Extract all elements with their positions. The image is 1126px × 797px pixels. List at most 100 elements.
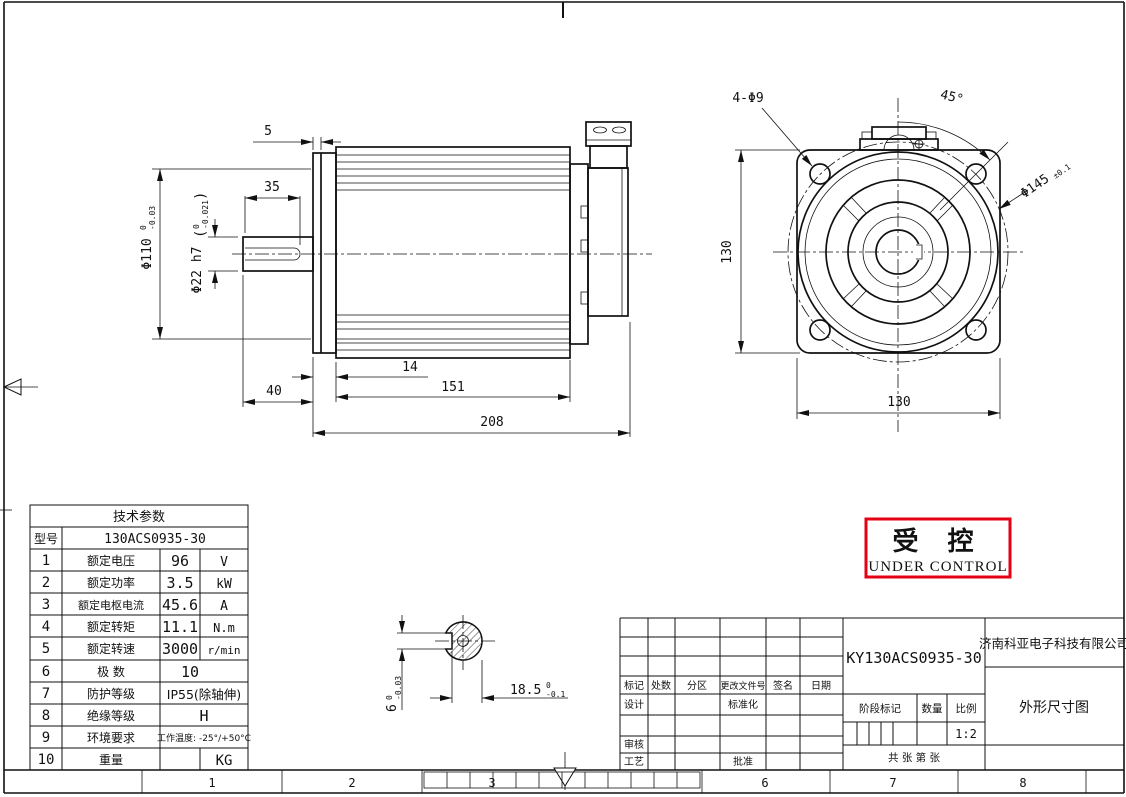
dim-flange-thickness: 14: [402, 360, 418, 375]
row-value: IP55(除轴伸): [167, 687, 241, 702]
dim-bolt-circle-tol: ±0.1: [1051, 162, 1072, 181]
dim-shaft-dia-tol-lower: -0.021: [201, 200, 210, 229]
row-value: 45.6: [162, 596, 198, 614]
row-name: 绝缘等级: [87, 708, 135, 723]
row-value: 10: [181, 663, 199, 681]
zone-number: 6: [761, 776, 768, 790]
row-name: 环境要求: [87, 730, 135, 745]
left-centering-mark: [2, 378, 38, 396]
params-row: 4 额定转矩 11.1 N.m: [42, 618, 235, 636]
zone-number: 7: [889, 776, 896, 790]
label-process: 工艺: [624, 756, 644, 768]
front-spokes: [842, 196, 954, 308]
dim-shaft-diameter: Φ22 h7 ( 0 -0.021 ): [190, 192, 210, 294]
row-name: 额定电枢电流: [78, 598, 144, 612]
zone-numbers: 1 2 3 6 7 8: [208, 776, 1026, 790]
under-control-stamp: 受 控 UNDER CONTROL: [864, 517, 1012, 579]
dim-body-dia-tol-upper: 0: [139, 225, 148, 230]
zone-number: 8: [1019, 776, 1026, 790]
row-unit: A: [220, 599, 228, 614]
params-row: 6 极 数 10: [42, 663, 199, 681]
row-unit: KG: [216, 753, 233, 769]
row-no: 10: [38, 752, 55, 768]
dim-body-dia-text: Φ110: [140, 238, 155, 269]
row-value: H: [199, 707, 208, 725]
row-value: 11.1: [162, 618, 198, 636]
label-standardize: 标准化: [728, 698, 758, 711]
row-no: 4: [42, 619, 50, 635]
label-quantity: 数量: [922, 702, 943, 715]
label-review: 审核: [624, 738, 644, 751]
motor-body: [335, 146, 571, 359]
dim-key-width-text: 6: [385, 704, 400, 712]
row-unit: kW: [216, 577, 232, 592]
front-connector: [859, 126, 939, 151]
connector-box: [585, 121, 632, 169]
shaft-section-circle: [444, 621, 483, 661]
params-row: 1 额定电压 96 V: [42, 552, 228, 570]
front-view-dimensions: 4-Φ9 45° Φ145 ±0.1 130 130: [720, 87, 1073, 419]
row-name: 额定功率: [87, 575, 135, 590]
row-name: 额定转速: [87, 641, 135, 656]
drawing-title: 外形尺寸图: [1019, 700, 1089, 716]
row-value: 96: [171, 552, 189, 570]
dim-body-length: 151: [441, 380, 464, 395]
label-mark: 标记: [624, 680, 644, 692]
dim-shaft-dia-text: Φ22 h7: [190, 247, 205, 294]
dim-pilot: 5: [264, 124, 272, 139]
shaft-section-view: 6 0 -0.03 18.5 0 -0.1: [385, 615, 568, 712]
row-name: 极 数: [97, 664, 125, 679]
dim-body-diameter: Φ110 0 -0.03: [139, 206, 157, 270]
revision-header-row: 标记 处数 分区 更改文件号 签名 日期: [624, 679, 831, 692]
row-no: 2: [42, 575, 50, 591]
row-unit: N.m: [213, 621, 235, 635]
row-no: 6: [42, 664, 50, 680]
dim-shaft-ext: 40: [266, 384, 282, 399]
signature-rows: 设计 标准化 审核 工艺 批准: [624, 698, 758, 768]
params-table-title: 技术参数: [113, 509, 165, 525]
dim-shaft-length: 35: [264, 180, 280, 195]
zone-number: 3: [488, 776, 495, 790]
dim-flange-height: 130: [720, 240, 735, 263]
label-stage-mark: 阶段标记: [859, 702, 901, 715]
row-value: 3000: [162, 640, 198, 658]
label-sign: 签名: [773, 679, 793, 692]
row-no: 8: [42, 708, 50, 724]
params-row: 8 绝缘等级 H: [42, 707, 209, 725]
dim-key-width-tol-upper: 0: [385, 695, 394, 700]
tol-paren-close: ): [193, 192, 209, 200]
row-name: 额定电压: [87, 553, 135, 568]
label-design: 设计: [624, 698, 644, 711]
part-number: KY130ACS0935-30: [846, 649, 981, 667]
dim-shaft-dia-tol-upper: 0: [192, 224, 201, 229]
params-row: 7 防护等级 IP55(除轴伸): [42, 686, 241, 702]
label-approve: 批准: [733, 755, 753, 768]
motor-front-view: 4-Φ9 45° Φ145 ±0.1 130 130: [720, 87, 1073, 432]
zone-number: 2: [348, 776, 355, 790]
mounting-holes: [809, 163, 987, 341]
dim-hole-angle: 45°: [939, 87, 965, 107]
params-row: 10 重量 KG: [38, 752, 233, 769]
row-unit: r/min: [207, 644, 240, 657]
label-count: 处数: [651, 679, 671, 692]
dim-bolt-circle: Φ145 ±0.1: [1018, 162, 1073, 202]
dim-total-length: 208: [480, 415, 503, 430]
row-unit: V: [220, 555, 228, 570]
row-no: 7: [42, 686, 50, 702]
label-zone: 分区: [687, 680, 707, 692]
label-sheets: 共 张 第 张: [888, 751, 941, 764]
row-no: 9: [42, 730, 50, 746]
dim-key-depth-tol-upper: 0: [546, 681, 551, 690]
section-dimensions: 6 0 -0.03 18.5 0 -0.1: [385, 615, 568, 712]
tol-paren-open: (: [193, 230, 209, 238]
label-date: 日期: [811, 680, 831, 692]
dim-flange-width: 130: [887, 395, 910, 410]
row-name: 防护等级: [87, 686, 135, 701]
comparison-scale-bar: [423, 771, 701, 789]
zone-number: 1: [208, 776, 215, 790]
row-name: 额定转矩: [87, 619, 135, 634]
stamp-text-en: UNDER CONTROL: [868, 559, 1007, 575]
bottom-centering-mark: [553, 752, 577, 790]
label-change-doc: 更改文件号: [720, 680, 765, 692]
